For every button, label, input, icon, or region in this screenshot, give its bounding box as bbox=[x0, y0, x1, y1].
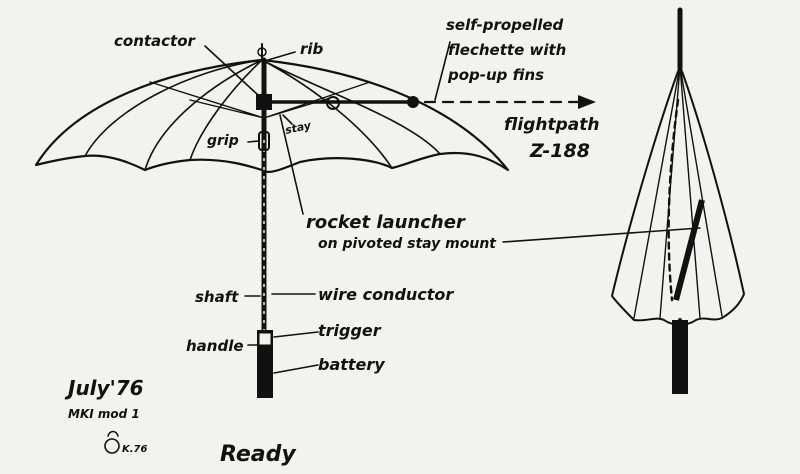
annotation-labels: contactor rib grip stay self-propelled f… bbox=[64, 16, 599, 467]
leader-lines bbox=[204, 41, 701, 374]
label-battery: battery bbox=[318, 355, 385, 374]
label-flechette-2: flechette with bbox=[448, 41, 566, 59]
label-status: Ready bbox=[220, 442, 297, 467]
label-contactor: contactor bbox=[114, 32, 197, 50]
closed-wire bbox=[667, 98, 680, 302]
canopy-stays bbox=[149, 81, 371, 119]
flechette bbox=[407, 96, 419, 108]
label-stay: stay bbox=[284, 119, 313, 137]
label-initials: K.76 bbox=[122, 444, 148, 455]
label-grip: grip bbox=[207, 133, 239, 149]
handle-body bbox=[257, 330, 273, 398]
label-flightpath: flightpath bbox=[504, 115, 599, 135]
rib-hub bbox=[257, 47, 267, 57]
label-flechette-1: self-propelled bbox=[446, 16, 564, 34]
label-handle: handle bbox=[186, 337, 244, 355]
label-trigger: trigger bbox=[318, 321, 382, 340]
label-rib: rib bbox=[300, 40, 324, 58]
closed-handle bbox=[672, 320, 688, 394]
label-date: July'76 bbox=[64, 376, 144, 400]
trigger-button bbox=[258, 332, 272, 346]
closed-launcher bbox=[673, 199, 705, 301]
label-pivoted-stay: on pivoted stay mount bbox=[318, 236, 497, 252]
label-flechette-3: pop-up fins bbox=[447, 66, 544, 84]
label-wire-conductor: wire conductor bbox=[318, 285, 454, 304]
closed-umbrella bbox=[611, 7, 745, 394]
open-umbrella bbox=[34, 43, 596, 398]
label-shaft: shaft bbox=[195, 288, 239, 306]
flightpath-arrowhead bbox=[578, 95, 596, 109]
initials-monogram bbox=[104, 430, 120, 454]
label-rocket-launcher: rocket launcher bbox=[306, 212, 466, 233]
contactor-block bbox=[256, 94, 272, 110]
pivot-mount bbox=[326, 96, 340, 110]
label-model: MKI mod 1 bbox=[68, 407, 140, 421]
label-flightpath-code: Z-188 bbox=[529, 140, 590, 162]
